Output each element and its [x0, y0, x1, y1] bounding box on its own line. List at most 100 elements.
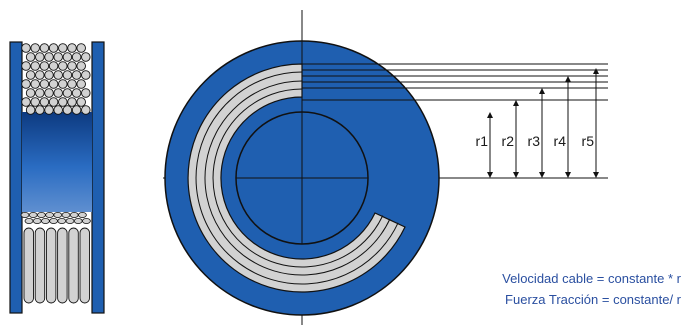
cable-coil [81, 88, 91, 98]
cable-coil [76, 61, 86, 71]
cable-band-coil [32, 217, 42, 224]
cable-band-coil [82, 217, 91, 224]
cable-loop [79, 227, 90, 304]
cable-coil [30, 43, 40, 53]
cable-band-coil [53, 211, 63, 218]
cable-coil [44, 88, 54, 98]
cable-coil [48, 61, 59, 71]
cable-coil [53, 105, 63, 115]
arrow-head-down [565, 172, 571, 178]
cable-coil [30, 79, 40, 89]
cable-coil [21, 97, 31, 107]
arrow-head-down [539, 172, 545, 178]
cable-coil [39, 79, 50, 89]
arrow-head-up [513, 100, 519, 106]
cable-loop [34, 227, 46, 304]
cable-coil [44, 52, 54, 62]
cable-coil [62, 70, 73, 80]
cable-coil [71, 88, 82, 98]
cable-coil [58, 43, 68, 53]
cable-coil [71, 70, 82, 80]
radius-label-3: r3 [528, 133, 541, 149]
cable-coil [21, 79, 31, 89]
cable-band-coil [65, 217, 75, 224]
cable-coil [25, 105, 36, 115]
cable-coil [81, 70, 91, 80]
cable-band-coil [78, 211, 87, 218]
cable-band-coil [24, 217, 34, 224]
cable-coil [67, 79, 77, 89]
cable-loop [68, 227, 79, 304]
cable-loop [45, 227, 57, 304]
cable-coil [44, 70, 54, 80]
cable-coil [48, 43, 59, 53]
arrow-head-up [487, 112, 493, 118]
cable-coil [21, 61, 31, 71]
cable-coil [76, 97, 86, 107]
spool-side-view [9, 41, 105, 314]
cable-coil [39, 97, 50, 107]
radius-label-1: r1 [476, 133, 489, 149]
cable-speed-formula: Velocidad cable = constante * r [502, 271, 682, 286]
cable-band-coil [45, 211, 54, 218]
cable-coil [39, 61, 50, 71]
cable-coil [62, 105, 73, 115]
cable-band-coil [41, 217, 50, 224]
arrow-head-down [487, 172, 493, 178]
cable-coil [71, 52, 82, 62]
cable-band-coil [73, 217, 83, 224]
cable-band-coil [57, 217, 67, 224]
cable-turn-line [195, 71, 399, 285]
cable-band-coil [61, 211, 71, 218]
cable-coil [48, 97, 59, 107]
cable-coil [81, 52, 91, 62]
cable-coil [25, 88, 36, 98]
cable-coil [67, 61, 77, 71]
arrow-head-down [593, 172, 599, 178]
cable-loop [23, 227, 34, 304]
radius-label-4: r4 [554, 133, 567, 149]
cable-coil [35, 88, 45, 98]
cable-band-coil [37, 211, 46, 218]
spool-cable-band [20, 211, 91, 224]
radius-label-2: r2 [502, 133, 515, 149]
cable-coil [67, 43, 77, 53]
cable-coil [48, 79, 59, 89]
cable-coil [53, 70, 63, 80]
cable-coil [35, 105, 45, 115]
cable-coil [44, 105, 54, 115]
cable-loop [57, 227, 68, 304]
arrow-head-up [539, 88, 545, 94]
spool-bottom-cable-loops [23, 227, 90, 304]
spiral-cable-turn-lines [195, 71, 399, 285]
cable-coil [76, 43, 86, 53]
cable-coil [53, 52, 63, 62]
cable-coil [25, 70, 36, 80]
spool-top-cable-coils [21, 43, 91, 115]
radius-label-5: r5 [582, 133, 595, 149]
cable-coil [30, 97, 40, 107]
radius-reference-lines [302, 63, 608, 179]
cable-coil [62, 52, 73, 62]
cable-coil [25, 52, 36, 62]
cable-band-coil [20, 211, 30, 218]
cable-coil [62, 88, 73, 98]
cable-turn-line [212, 88, 384, 268]
cable-band-coil [28, 211, 38, 218]
traction-force-formula: Fuerza Tracción = constante/ r [505, 292, 682, 307]
cable-coil [39, 43, 50, 53]
spool-left-flange [9, 41, 23, 314]
cable-coil [58, 97, 68, 107]
cable-coil [53, 88, 63, 98]
drum-front-view [163, 10, 440, 325]
arrow-head-down [513, 172, 519, 178]
cable-coil [30, 61, 40, 71]
radius-dimension-arrows [487, 68, 599, 178]
cable-band-coil [69, 211, 79, 218]
spool-right-flange [91, 41, 105, 314]
spool-barrel [22, 112, 92, 212]
cable-coil [71, 105, 82, 115]
cable-coil [35, 70, 45, 80]
cable-coil [58, 61, 68, 71]
arrow-head-up [565, 76, 571, 82]
